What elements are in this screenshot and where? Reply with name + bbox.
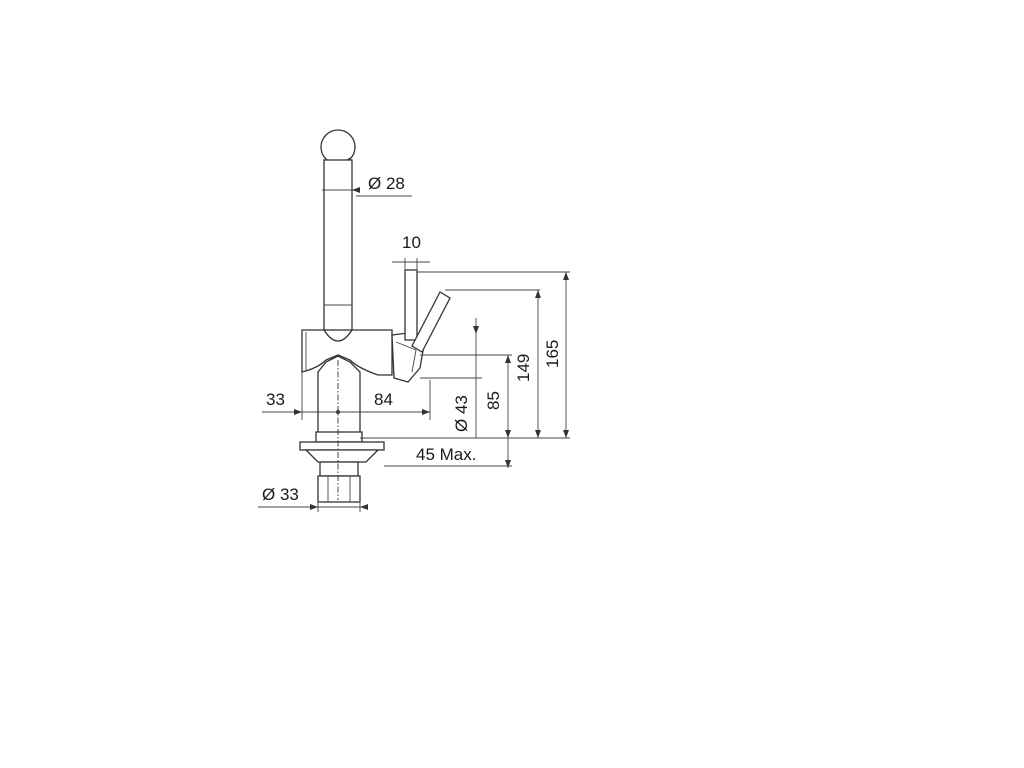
shank-upper: [319, 461, 359, 477]
dimension-lines: [258, 187, 570, 512]
body-neck: [317, 355, 361, 437]
spout-cap: [320, 129, 356, 165]
spout-tube: [323, 159, 353, 331]
dim-spout-diameter: Ø 28: [368, 174, 405, 193]
mixer-body: [301, 329, 393, 376]
mounting-plate: [299, 441, 385, 451]
dim-lever-height: 149: [514, 354, 533, 382]
lever-inclined: [411, 291, 451, 353]
dim-spout-reach: 84: [374, 390, 393, 409]
faucet-outline: [299, 129, 451, 503]
lever-vertical: [404, 269, 418, 341]
dim-total-height: 165: [543, 340, 562, 368]
dim-lever-width: 10: [402, 233, 421, 252]
shank-nut: [317, 475, 361, 503]
mounting-washer: [304, 449, 380, 463]
dim-body-diameter: Ø 43: [452, 395, 471, 432]
mounting-ring: [315, 431, 363, 443]
cartridge-detail: [395, 341, 417, 373]
dim-left-offset: 33: [266, 390, 285, 409]
dim-shank-diameter: Ø 33: [262, 485, 299, 504]
dim-body-height: 85: [484, 391, 503, 410]
dim-max-thickness: 45 Max.: [416, 445, 476, 464]
